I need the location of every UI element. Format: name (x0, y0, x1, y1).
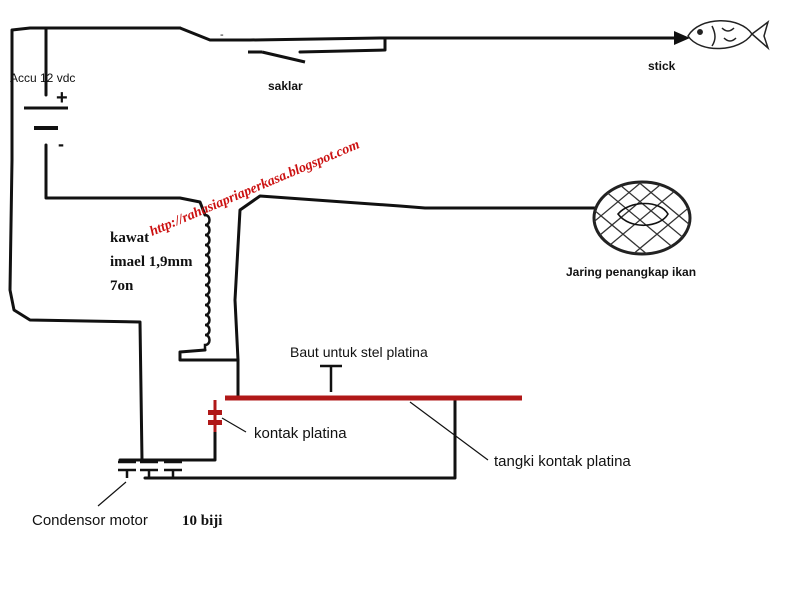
wire-net (233, 194, 597, 362)
condenser-label: Condensor motor (32, 512, 148, 529)
wire-battery-bottom (44, 143, 207, 217)
wire-top-main (178, 26, 677, 42)
wire-condenser-link (118, 428, 217, 462)
coil-icon (203, 213, 211, 350)
arrow-head (674, 31, 690, 45)
battery-label: Accu 12 vdc (10, 71, 75, 85)
switch-label: saklar (268, 79, 303, 93)
switch-icon (248, 50, 306, 64)
wire-coil-to-contact (178, 348, 240, 399)
condenser-pointer (97, 481, 127, 507)
capacitor-icon (118, 460, 182, 478)
wires (8, 26, 677, 480)
battery-icon (24, 106, 68, 130)
condenser-count: 10 biji (182, 513, 222, 529)
contact-point-icon (208, 400, 222, 432)
platina-pointer (409, 401, 489, 461)
wire-spec-line3: 7on (110, 278, 134, 294)
wire-spec-line1: kawat (110, 230, 149, 246)
wire-switch-drop (298, 36, 387, 54)
battery-minus: - (58, 134, 64, 154)
stick-label: stick (648, 59, 676, 73)
bolt-label: Baut untuk stel platina (290, 344, 428, 360)
contact-label: kontak platina (254, 425, 347, 442)
bolt-icon (320, 364, 342, 392)
net-label: Jaring penangkap ikan (566, 265, 696, 279)
fishing-net-icon (592, 180, 692, 256)
wire-spec-line2: imael 1,9mm (110, 254, 193, 270)
switch-minus-mark: - (220, 29, 224, 41)
wire-left-outer (8, 26, 182, 462)
battery-plus: + (56, 87, 68, 109)
contact-pointer (221, 417, 247, 433)
blog-watermark: http://rahasiapriaperkasa.blogspot.com (148, 137, 362, 239)
tank-label: tangki kontak platina (494, 453, 631, 470)
fish-icon (687, 20, 770, 51)
wire-tank (143, 398, 457, 480)
